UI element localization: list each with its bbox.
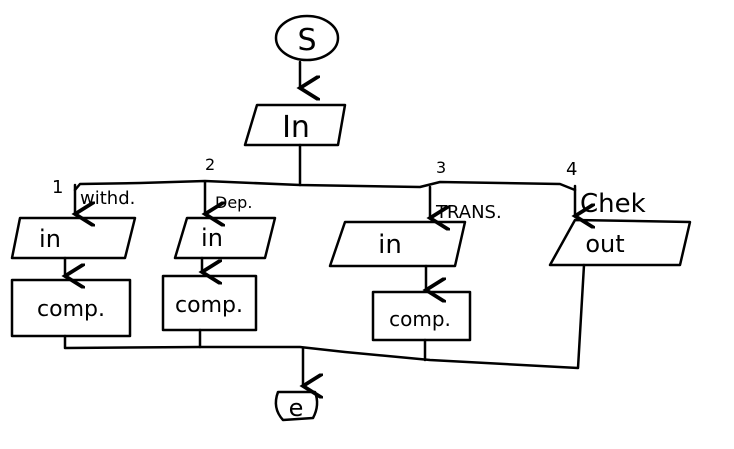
input-label: In	[282, 110, 310, 145]
io-node	[10, 216, 137, 260]
branch-bus	[73, 179, 577, 192]
process-node	[161, 274, 258, 332]
io-node	[173, 216, 277, 260]
end-label: e	[289, 394, 304, 422]
io-node	[328, 220, 467, 268]
branch-label: Dep.	[215, 193, 252, 212]
process-label: comp.	[175, 293, 243, 318]
input-node: In	[243, 103, 347, 147]
branch-withdraw: 1 withd. in comp.	[10, 177, 137, 338]
branch-number: 2	[205, 155, 215, 174]
start-label: S	[297, 23, 316, 58]
process-node	[10, 278, 132, 338]
process-label: comp.	[37, 297, 105, 322]
branch-transfer: 3 TRANS. in comp.	[328, 158, 502, 342]
branch-label: Chek	[580, 189, 646, 219]
branch-label: withd.	[80, 188, 135, 209]
process-node	[371, 290, 472, 342]
start-terminal: S	[274, 14, 340, 62]
io-label: in	[378, 230, 402, 260]
branch-label: TRANS.	[435, 202, 502, 223]
branch-check: 4 Chek out	[548, 159, 692, 267]
io-label: in	[201, 224, 223, 252]
io-label: out	[585, 230, 624, 258]
process-label: comp.	[389, 307, 451, 331]
end-terminal: e	[274, 390, 319, 422]
branch-number: 1	[52, 177, 63, 198]
merge-line	[63, 263, 586, 370]
io-label: in	[39, 225, 61, 253]
branch-number: 4	[566, 159, 577, 180]
branch-number: 3	[436, 158, 446, 177]
io-node	[548, 218, 692, 267]
branch-deposit: 2 Dep. in comp.	[161, 155, 277, 332]
